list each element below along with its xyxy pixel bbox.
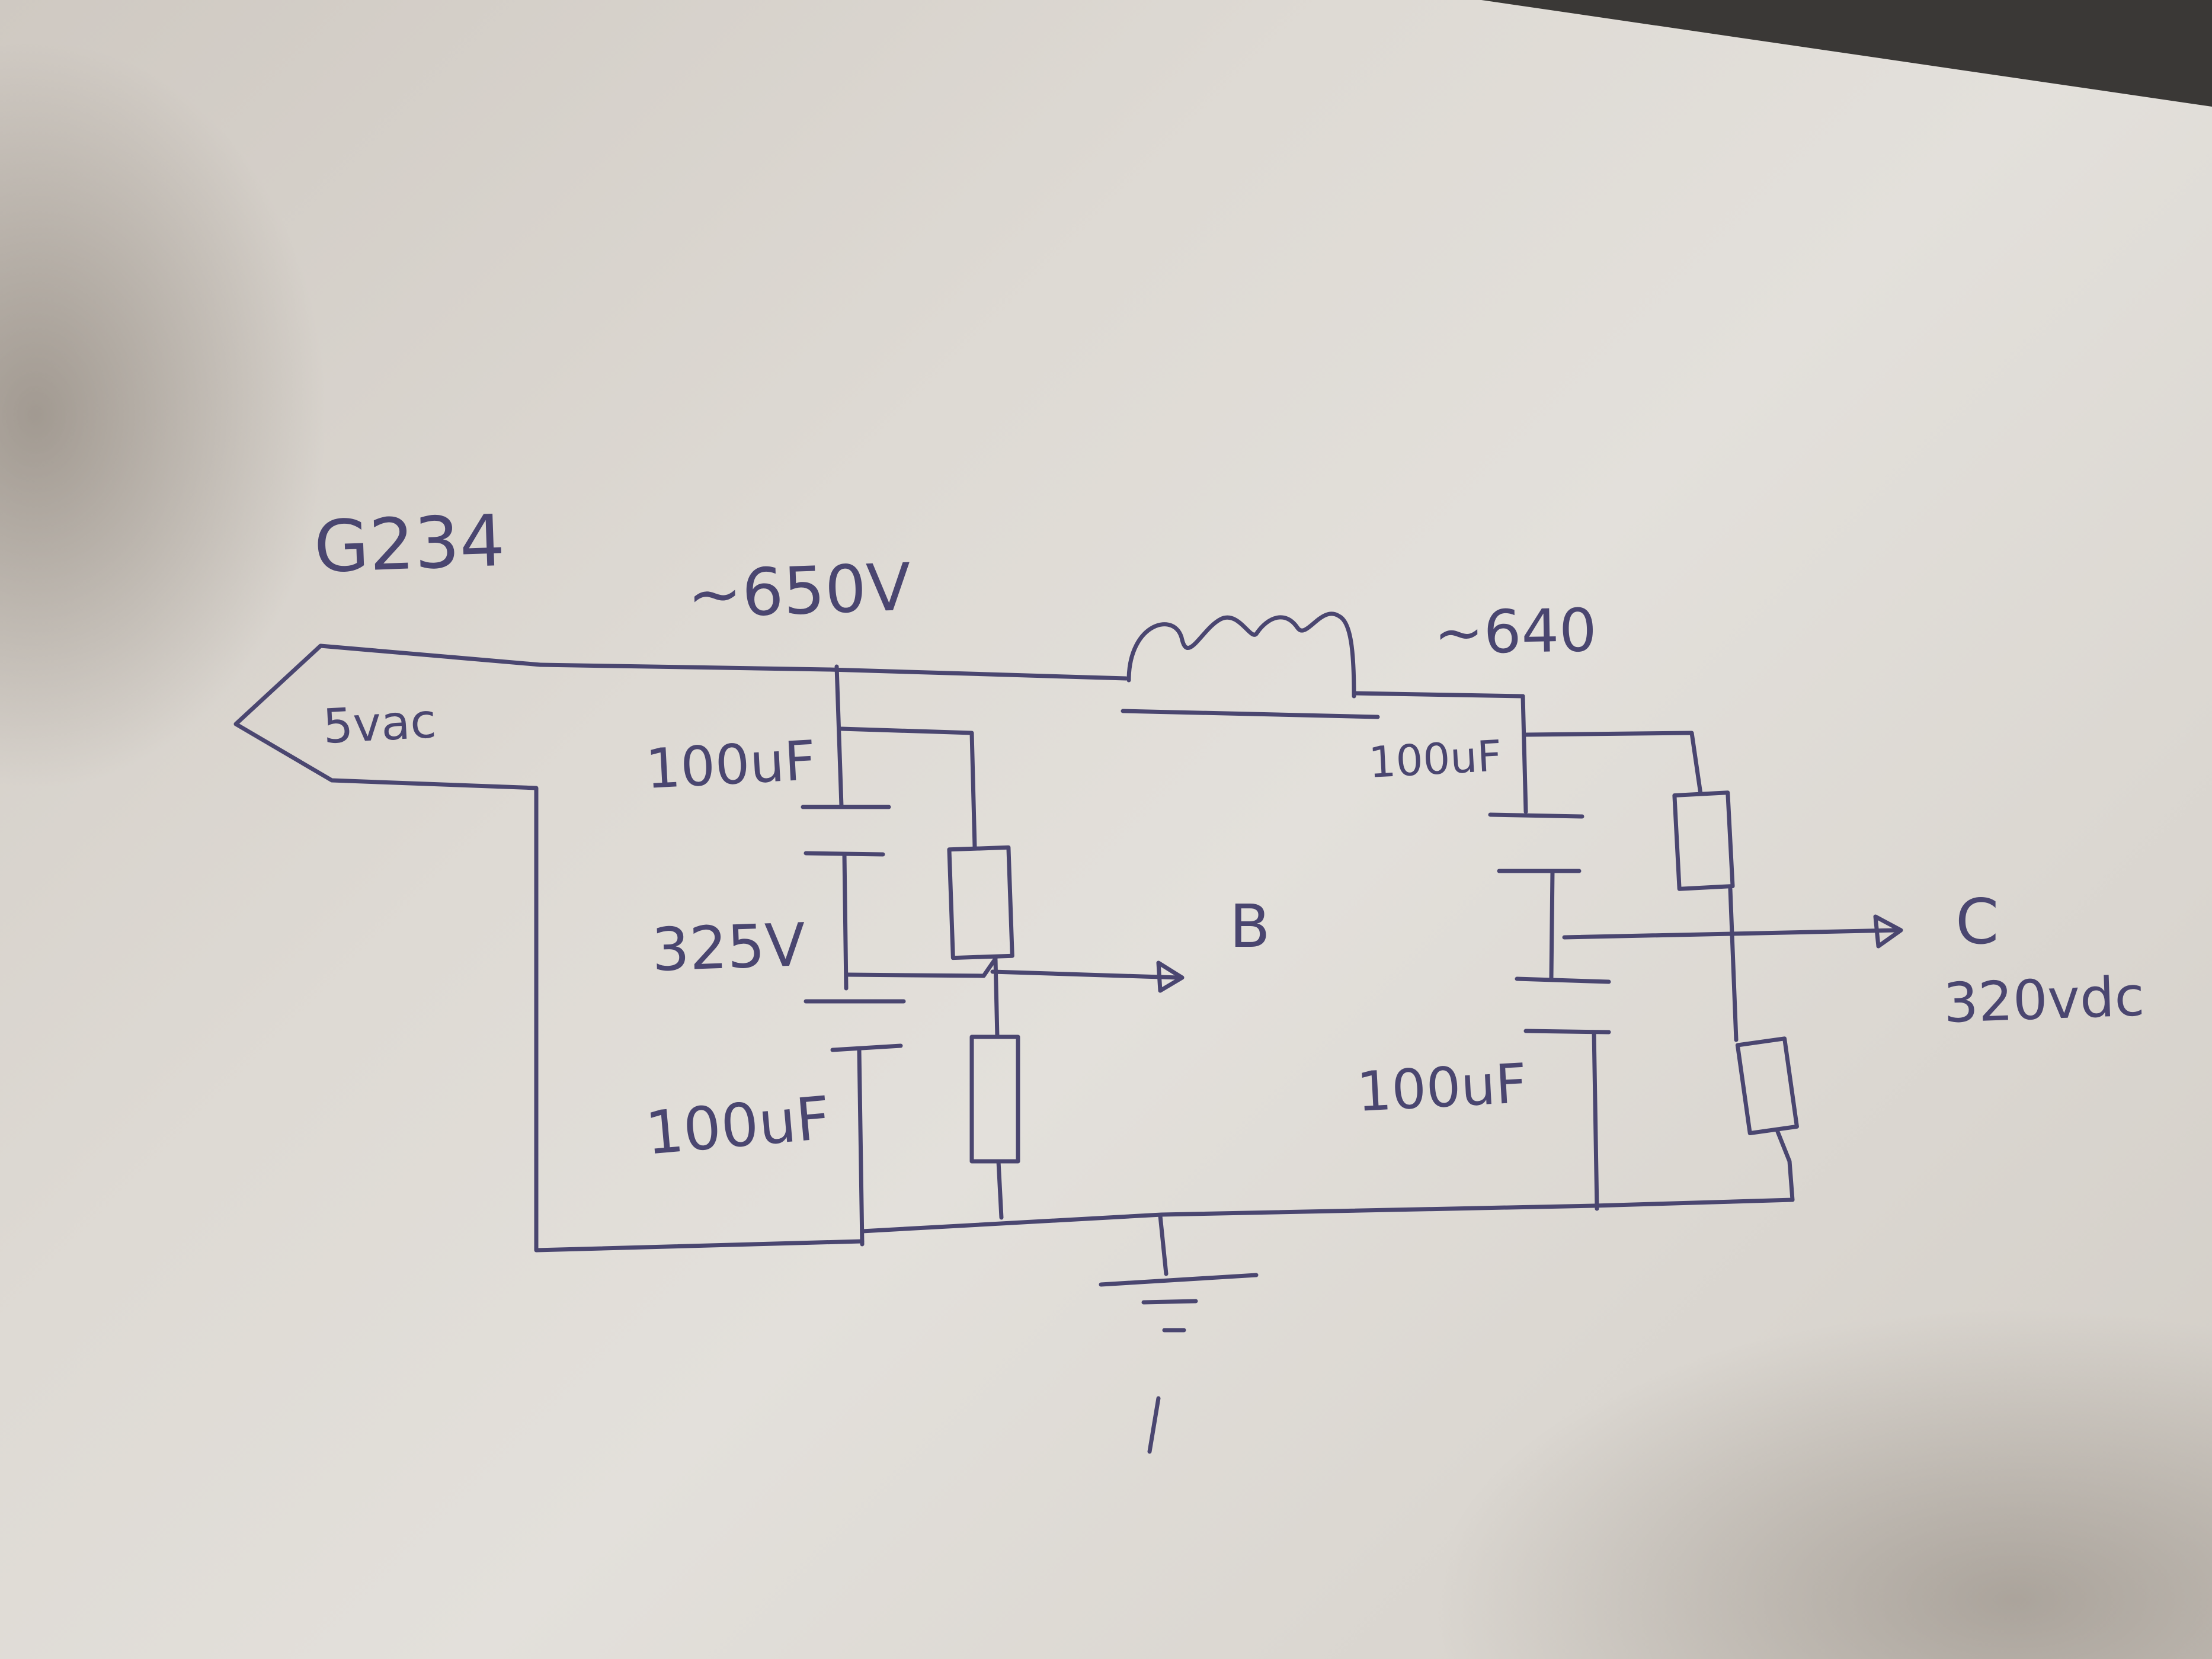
resistor-bottom-left (969, 1035, 1020, 1164)
top-rail-left (538, 662, 1128, 681)
tube-label: G234 (312, 499, 507, 589)
resistor-bottom-right (1735, 1036, 1799, 1136)
node-b-wire (845, 956, 1182, 980)
cap-top-right-label: 100uF (1367, 731, 1503, 787)
node-c-arrow (1873, 914, 1903, 949)
left-resistor-top-lead (839, 726, 977, 850)
node-c-label: C (1955, 886, 1999, 958)
ground-bus (860, 1197, 1795, 1234)
cap-bottom-right-label: 100uF (1355, 1052, 1529, 1124)
resistor-top-left (947, 845, 1014, 960)
right-resistor-top-lead (1523, 731, 1703, 796)
output-voltage-label: ~640 (1433, 595, 1598, 668)
node-c-voltage-label: 320vdc (1942, 965, 2146, 1035)
right-cap-lower-lead (1592, 1030, 1599, 1211)
right-resistor-mid-lead (1728, 886, 1739, 1042)
cap-bottom-left (804, 999, 906, 1052)
stray-mark (1147, 1396, 1161, 1454)
inductor-coil (1126, 611, 1356, 699)
left-resistor-mid-lead (993, 957, 1000, 1039)
node-b-label: B (1230, 892, 1270, 961)
left-mid-lead (842, 852, 849, 991)
left-cap-upper-lead (834, 664, 844, 808)
left-resistor-bottom-lead (996, 1159, 1004, 1220)
right-resistor-bottom-lead (1775, 1129, 1795, 1202)
left-cap-lower-lead (857, 1048, 865, 1247)
inductor-core (1121, 709, 1380, 719)
source-label: 5vac (321, 693, 438, 754)
cap-top-left-label: 100uF (644, 729, 818, 801)
cap-bottom-right (1515, 976, 1611, 1035)
resistor-top-right (1672, 790, 1735, 891)
node-b-arrow (1156, 960, 1185, 993)
mid-voltage-label: 325V (650, 909, 807, 985)
input-voltage-label: ~650V (686, 549, 913, 633)
cap-top-right (1488, 812, 1584, 873)
node-c-wire (1562, 928, 1899, 940)
left-return-wire (534, 1177, 865, 1253)
right-cap-upper-lead (1520, 694, 1528, 814)
ground-symbol (1099, 1213, 1259, 1333)
top-rail-right (1352, 691, 1525, 699)
right-mid-lead (1549, 869, 1555, 980)
rectifier-tube-symbol (233, 643, 543, 1181)
cap-top-left (801, 805, 891, 857)
